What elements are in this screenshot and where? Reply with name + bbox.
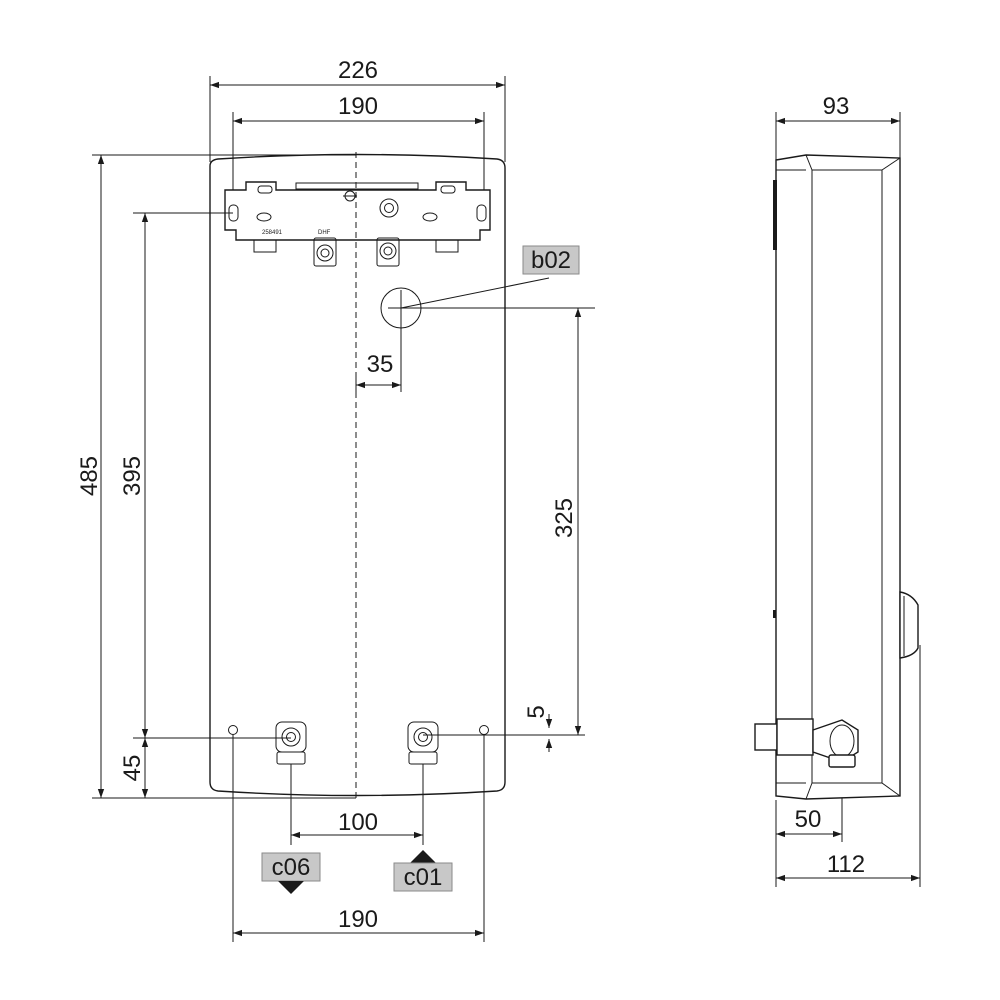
dim-connection-offset: 5 (523, 705, 550, 718)
dim-overall-width: 226 (338, 57, 378, 84)
dim-side-connection-depth: 50 (795, 806, 822, 833)
bracket-part-number: 258491 (262, 230, 283, 236)
dimension-lines (97, 81, 582, 937)
side-view: 93 50 112 (754, 93, 921, 887)
dim-overall-height: 485 (76, 456, 103, 496)
side-housing (775, 154, 901, 800)
dim-cable-entry-offset: 35 (367, 351, 394, 378)
dim-side-depth: 93 (823, 93, 850, 120)
dim-side-total-depth: 112 (827, 851, 865, 878)
inlet-arrow-icon (410, 850, 436, 863)
dim-cable-entry-height: 325 (551, 498, 578, 538)
extension-lines (92, 76, 585, 942)
side-wall-mark-top (773, 180, 777, 250)
bracket-direction-mark: DHF (318, 230, 331, 236)
control-knob (899, 591, 919, 659)
label-b02-text: b02 (531, 247, 571, 274)
front-view: 258491 DHF (76, 57, 595, 942)
side-pipe-connector (754, 718, 859, 768)
cable-entry (380, 287, 595, 392)
side-wall-mark-bottom (773, 610, 776, 618)
outlet-arrow-icon (278, 881, 304, 894)
label-b02: b02 (522, 245, 580, 275)
label-c01: c01 (393, 850, 453, 892)
mounting-bracket: 258491 DHF (224, 181, 491, 267)
dim-bottom-width: 190 (338, 906, 378, 933)
label-c06: c06 (261, 852, 321, 894)
front-housing (209, 153, 506, 797)
label-c01-text: c01 (404, 864, 443, 891)
dim-bottom-connection-height: 45 (119, 755, 146, 782)
label-c06-text: c06 (272, 854, 311, 881)
dim-connection-spacing: 100 (338, 809, 378, 836)
bottom-connections (228, 721, 489, 765)
dim-bracket-to-connection: 395 (119, 456, 146, 496)
dim-top-bracket-width: 190 (338, 93, 378, 120)
